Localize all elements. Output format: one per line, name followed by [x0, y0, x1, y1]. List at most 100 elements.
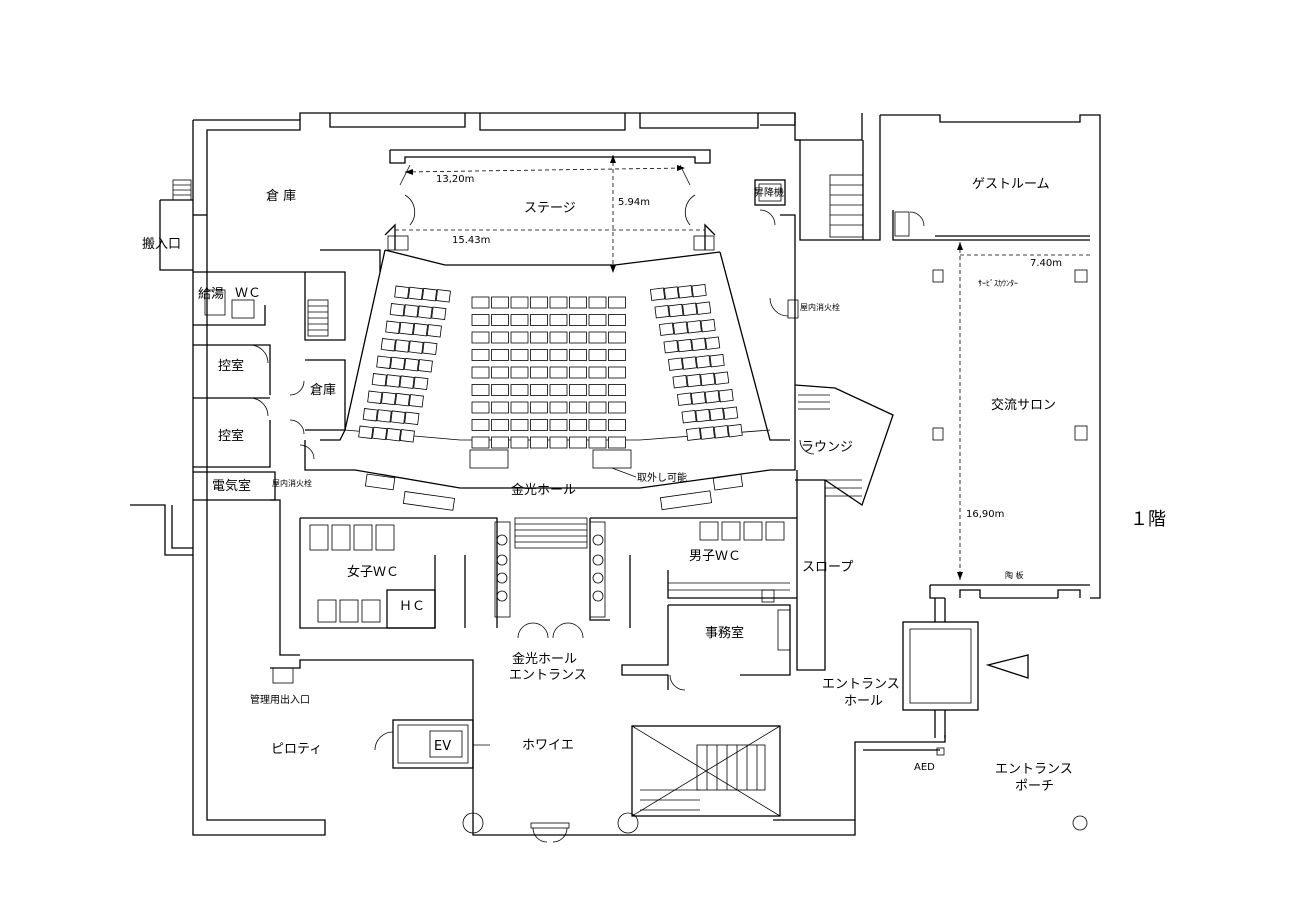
seat-row	[588, 349, 607, 361]
hydrant-right-label: 屋内消火栓	[800, 302, 840, 312]
seat-row	[471, 384, 490, 396]
seat-row	[530, 296, 548, 309]
seat-row	[549, 436, 568, 449]
seat-row	[549, 366, 568, 379]
green-room-1-label: 控室	[218, 358, 244, 374]
office	[621, 589, 791, 691]
floor-label: １階	[1130, 509, 1166, 530]
seat-row	[471, 366, 490, 379]
seat-row	[658, 322, 675, 336]
seat-row	[530, 401, 548, 414]
seat-row	[569, 331, 587, 344]
seat-row	[530, 366, 548, 379]
seat-row	[700, 372, 716, 387]
seat-row	[549, 349, 568, 361]
seat-row	[696, 301, 712, 315]
seat-row	[399, 375, 415, 389]
seat-row	[358, 425, 374, 439]
foyer-label: ホワイエ	[522, 738, 574, 753]
seat-row	[431, 306, 447, 321]
seat-row	[685, 427, 702, 441]
seat-row	[549, 296, 568, 309]
seat-row	[385, 320, 401, 334]
seat-row	[390, 410, 406, 424]
stage-depth-dim: 5.94m	[618, 197, 650, 208]
seat-row	[491, 366, 509, 379]
seat-row	[530, 436, 548, 449]
seat-row	[372, 426, 388, 441]
seat-row	[709, 407, 725, 422]
seat-row	[471, 296, 490, 309]
seat-row	[699, 426, 715, 440]
mens-wc-label: 男子ＷＣ	[689, 549, 741, 564]
seat-row	[588, 366, 607, 379]
seat-row	[421, 287, 438, 302]
seat-row	[491, 331, 509, 344]
seat-row	[510, 296, 529, 309]
seat-row	[676, 392, 693, 406]
seat-row	[385, 374, 401, 388]
lift-label: 昇降機	[754, 186, 784, 199]
seat-row	[417, 305, 433, 319]
seat-row	[549, 401, 568, 414]
seat-row	[380, 338, 396, 352]
seat-row	[471, 331, 490, 344]
seat-row	[399, 321, 415, 336]
loading-label: 搬入口	[142, 237, 181, 252]
foyer-south	[270, 659, 1088, 843]
seat-row	[569, 401, 587, 414]
seat-row	[608, 384, 626, 396]
seat-row	[677, 285, 693, 299]
seat-row	[681, 410, 697, 424]
seat-row	[491, 314, 509, 326]
stage	[384, 149, 796, 273]
proscenium-dim: 15.43m	[452, 235, 490, 246]
wc-small-label: ＷＣ	[235, 286, 261, 301]
office-label: 事務室	[705, 625, 744, 641]
kitchenette-label: 給湯	[198, 287, 224, 302]
seat-row	[569, 296, 587, 309]
seat-row	[510, 331, 529, 344]
seat-row	[681, 356, 697, 370]
hydrant-left-label: 屋内消火栓	[272, 478, 312, 488]
seat-row	[371, 373, 387, 387]
seat-row	[530, 331, 548, 344]
seat-row	[376, 409, 392, 423]
seat-row	[471, 419, 490, 431]
seat-row	[362, 408, 378, 422]
seat-row	[491, 296, 509, 309]
removable-label: 取外し可能	[637, 471, 687, 484]
seat-row	[569, 366, 587, 379]
exterior-walls	[130, 112, 1101, 836]
seat-row	[569, 419, 587, 431]
seat-row	[376, 355, 392, 369]
salon-length-dim: 16,90m	[966, 509, 1004, 520]
seat-row	[718, 388, 734, 403]
seat-row	[412, 322, 429, 337]
seat-row	[389, 303, 405, 317]
seat-row	[569, 436, 587, 449]
seat-row	[654, 305, 670, 319]
hall-label: 金光ホール	[511, 482, 576, 498]
seat-row	[381, 391, 397, 406]
seat-row	[367, 390, 383, 404]
seat-row	[668, 303, 684, 318]
salon-width-dim: 7.40m	[1030, 258, 1062, 269]
lounge	[794, 384, 894, 671]
seat-row	[663, 340, 679, 354]
ev-label: EV	[434, 739, 451, 754]
seat-row	[608, 296, 626, 309]
seat-row	[491, 419, 509, 431]
seat-row	[394, 339, 410, 353]
hall-entrance-label-2: エントランス	[509, 668, 587, 683]
seat-row	[471, 349, 490, 361]
seat-row	[385, 427, 402, 442]
seat-row	[691, 283, 707, 298]
salon-label: 交流サロン	[991, 397, 1056, 413]
seat-row	[695, 355, 711, 369]
seat-row	[510, 366, 529, 379]
electrical-label: 電気室	[212, 478, 251, 494]
seat-row	[413, 376, 429, 391]
seat-row	[677, 338, 693, 353]
